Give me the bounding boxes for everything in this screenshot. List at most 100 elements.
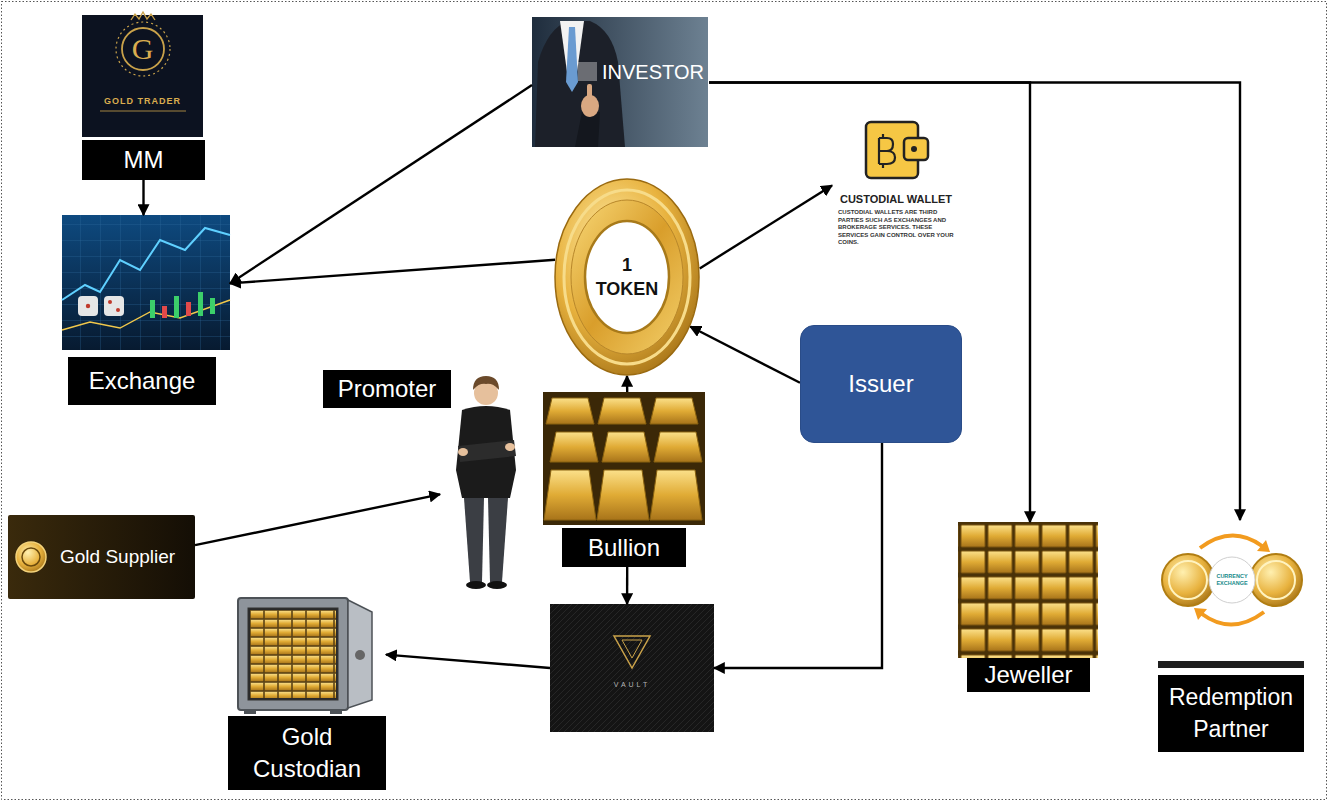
- arrow-connector: [626, 376, 629, 392]
- screen-ground: [62, 215, 230, 350]
- safe-dial: [355, 650, 365, 660]
- suit: [535, 21, 625, 147]
- exchange-tile: Exchange: [62, 215, 230, 405]
- process-box: Issuer: [800, 325, 962, 443]
- redemption-partner-tile: CURRENCY EXCHANGE Redemption Partner: [1158, 520, 1306, 753]
- safe-illustration: [238, 598, 372, 714]
- centre-disc: [1209, 557, 1255, 603]
- crossed-arms: [458, 440, 516, 462]
- bullion-tile: Bullion: [543, 392, 705, 567]
- currency-exchange-icon: [1158, 535, 1304, 668]
- gold-bar: [654, 432, 702, 462]
- gold-bar: [550, 432, 598, 462]
- gold-bar: [598, 398, 646, 424]
- coin-ring: [1257, 561, 1295, 599]
- arrow-connector: [230, 260, 555, 284]
- arrow-connector: [714, 443, 882, 668]
- die-dot: [108, 300, 112, 304]
- gold-bar: [597, 470, 649, 520]
- safe-foot: [330, 709, 342, 714]
- leg: [464, 498, 484, 582]
- safe-interior: [248, 608, 338, 700]
- leg: [488, 498, 508, 582]
- hand: [458, 448, 468, 456]
- vault-tile: VAULT: [550, 604, 714, 732]
- shoe: [466, 581, 486, 589]
- arrow-connector: [195, 494, 440, 545]
- wallet-icon: [866, 122, 928, 178]
- custodial-wallet-tile: CUSTODIAL WALLETCUSTODIAL WALLETS ARE TH…: [832, 112, 960, 287]
- die-dot: [116, 308, 120, 312]
- coin-centre: [585, 221, 669, 333]
- coin-ring: [1169, 561, 1207, 599]
- gold-custodian-tile: Gold Custodian: [228, 590, 386, 792]
- coin-icon: [16, 542, 46, 572]
- price-line: [62, 228, 230, 300]
- photo-ground: [958, 522, 1098, 658]
- gold-bar: [650, 470, 702, 520]
- arrow-connector: [690, 327, 800, 383]
- node-label: Bullion: [562, 528, 686, 567]
- arrow-connector: [709, 83, 1030, 523]
- jeweller-photo: [958, 522, 1098, 658]
- currency-text: CURRENCY EXCHANGE: [1212, 573, 1252, 587]
- swap-arrow: [1200, 535, 1262, 548]
- candle: [210, 298, 215, 314]
- gold-supplier-banner: Gold Supplier: [8, 515, 195, 599]
- node-label: MM: [82, 140, 205, 180]
- node-label: Redemption Partner: [1158, 675, 1304, 752]
- wallet-clasp: [904, 138, 928, 160]
- promoter-figure: Promoter: [440, 370, 528, 592]
- candle: [186, 302, 191, 316]
- gold-bar: [544, 470, 596, 520]
- image-caption: INVESTOR: [602, 60, 707, 84]
- swap-arrow: [1202, 612, 1264, 625]
- stacked-bars: [250, 610, 336, 698]
- hair: [474, 378, 498, 389]
- logo-rule: [100, 111, 186, 112]
- vault-logo: [614, 636, 650, 668]
- coin-face: [571, 200, 683, 354]
- node-label: Gold Supplier: [60, 544, 190, 570]
- vault-wordmark: VAULT: [550, 680, 714, 690]
- die: [78, 296, 98, 316]
- node-label: Exchange: [68, 357, 216, 405]
- hand: [505, 443, 515, 451]
- promoter-figure: [456, 376, 516, 589]
- wallet-title: CUSTODIAL WALLET: [832, 192, 960, 206]
- shoe: [487, 581, 507, 589]
- swap-head: [1194, 608, 1207, 620]
- coin-rim: [555, 179, 699, 375]
- token-coin: 1 TOKEN: [554, 178, 700, 376]
- gold-supplier-banner: [8, 515, 195, 599]
- gold-grid: [958, 522, 1098, 658]
- candle: [150, 300, 155, 318]
- logo-wordmark: GOLD TRADER: [82, 95, 203, 107]
- safe-door: [348, 600, 372, 708]
- die: [104, 296, 124, 316]
- coin-symbol: [879, 134, 895, 168]
- vault-logo: [622, 640, 642, 658]
- swap-head: [1257, 540, 1270, 552]
- photo-ground: [543, 392, 705, 525]
- candle: [174, 296, 179, 318]
- arrow-connector: [626, 567, 629, 604]
- node-label: Promoter: [323, 370, 451, 408]
- investor-photo: [532, 17, 708, 147]
- vault-panel: [550, 604, 714, 732]
- tie: [566, 27, 578, 92]
- logo-letter: G: [82, 31, 203, 67]
- bullion-photo: [543, 392, 705, 525]
- arrow-connector: [709, 83, 1240, 521]
- gold-bar: [650, 398, 698, 424]
- strip: [1158, 661, 1304, 668]
- gold-trader-logo: [82, 12, 203, 137]
- candle: [198, 292, 203, 316]
- coin: [1162, 554, 1214, 606]
- screen-icon: [578, 62, 597, 81]
- arrow-connector: [142, 180, 144, 215]
- jeweller-tile: Jeweller: [958, 522, 1098, 692]
- arrow-connector: [230, 85, 532, 283]
- die-dot: [86, 304, 90, 308]
